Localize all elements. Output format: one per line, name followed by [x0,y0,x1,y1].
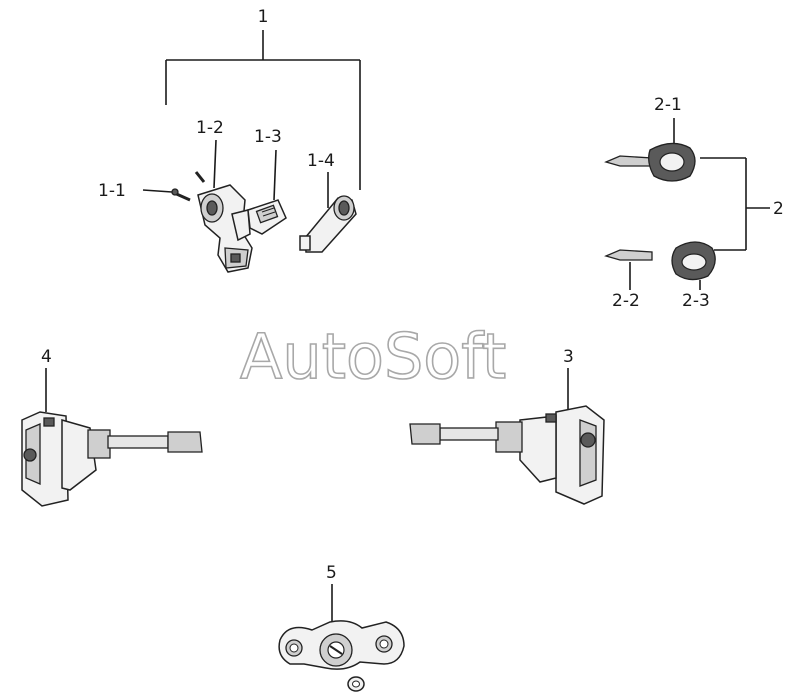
callout-4: 4 [41,347,52,367]
callout-5: 5 [326,563,337,583]
bracket-group-2 [700,157,770,251]
bracket-group-1 [165,30,361,190]
callout-2: 2 [773,199,784,219]
switch-1-3 [247,199,287,235]
key-head-2-3 [671,241,716,281]
ignition-cylinder-1-2 [194,171,253,273]
screw-1-1 [171,188,191,202]
callout-1-1: 1-1 [98,181,126,201]
lock-cylinder-1-4 [299,195,357,253]
callout-3: 3 [563,347,574,367]
door-lock-right-3 [409,405,605,505]
callout-2-3: 2-3 [682,291,710,311]
callout-2-2: 2-2 [612,291,640,311]
key-blade-2-2 [604,249,653,261]
lock-plate-5 [278,620,405,692]
callout-1-4: 1-4 [307,151,335,171]
watermark-text: AutoSoft [240,320,506,393]
callout-1-3: 1-3 [254,127,282,147]
callout-1-2: 1-2 [196,118,224,138]
door-lock-left-4 [21,411,203,507]
callout-1: 1 [258,7,269,27]
callout-2-1: 2-1 [654,95,682,115]
key-2-1 [604,142,696,182]
